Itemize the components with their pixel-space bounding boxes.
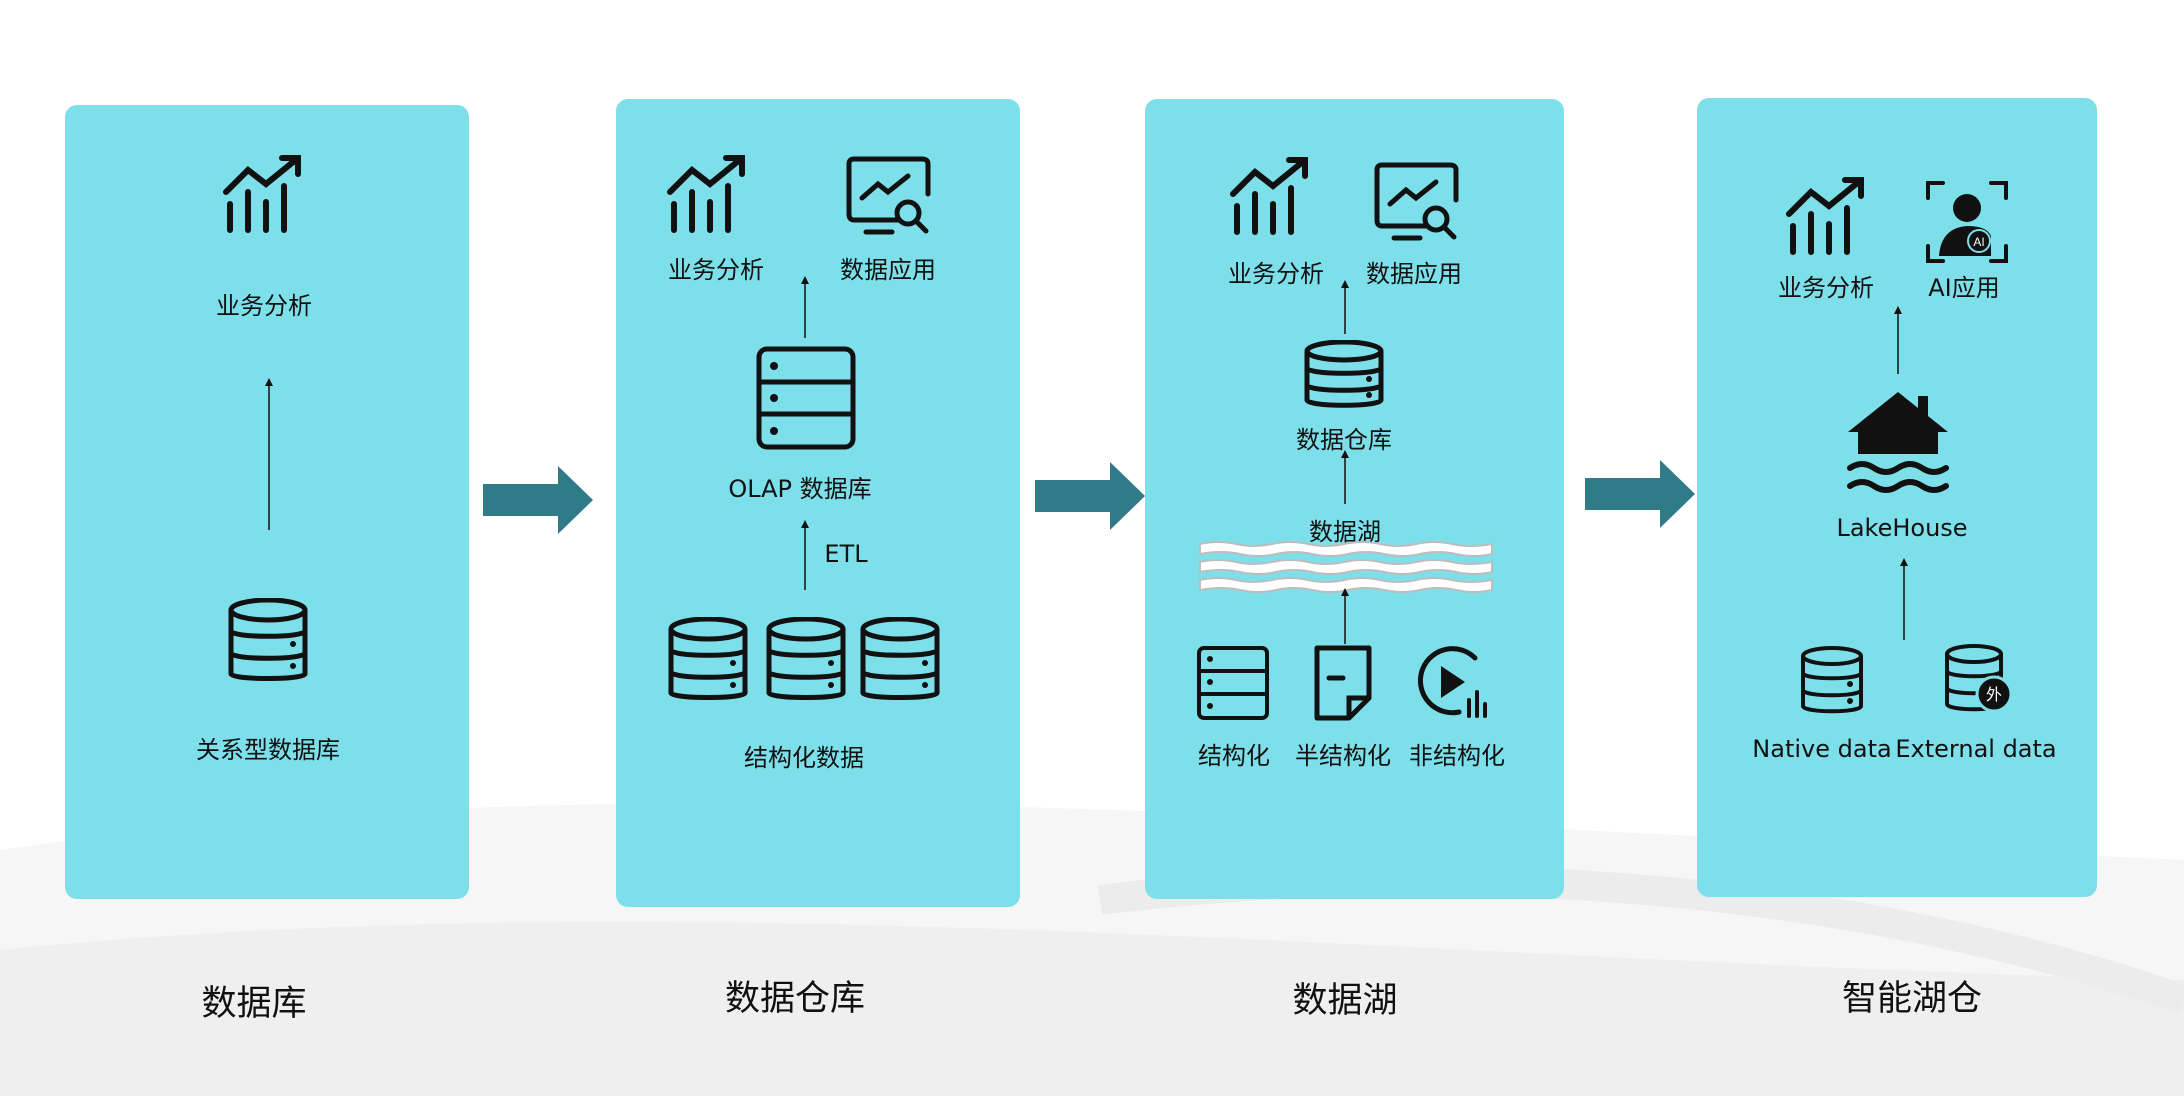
stage2-top-label-1: 业务分析 (668, 256, 764, 284)
connector-arrow (1894, 306, 1902, 374)
stage4-top-label-2: AI应用 (1928, 274, 2000, 302)
stage1-title: 数据库 (201, 984, 307, 1024)
connector-arrow (801, 276, 809, 338)
stage4-bottom-label-2: External data (1895, 735, 2057, 763)
database-icon (860, 617, 940, 700)
ai-badge-text: AI (1973, 235, 1984, 249)
stage1-top-label: 业务分析 (216, 292, 312, 320)
panel-data-warehouse (616, 99, 1020, 907)
connector-arrow (1341, 450, 1349, 504)
stage3-top-label-1: 业务分析 (1228, 260, 1324, 288)
stage4-top-label-1: 业务分析 (1778, 274, 1874, 302)
etl-label: ETL (824, 540, 868, 568)
stage4-bottom-label-1: Native data (1752, 735, 1892, 763)
monitor-search-icon (846, 156, 931, 235)
stage4-title: 智能湖仓 (1841, 979, 1983, 1019)
database-icon (228, 598, 308, 681)
house-water-icon (1847, 392, 1949, 493)
stage2-middle-label: OLAP 数据库 (728, 475, 872, 503)
stage-arrow-3 (1585, 460, 1695, 528)
ai-user-icon: AI (1926, 181, 2008, 263)
database-icon (1304, 340, 1384, 408)
stage3-bottom-label-2: 半结构化 (1295, 742, 1391, 770)
connector-arrow (1341, 588, 1349, 644)
connector-arrow (1341, 280, 1349, 334)
stage3-middle-label: 数据仓库 (1296, 426, 1392, 454)
stage3-bottom-label-1: 结构化 (1198, 742, 1270, 770)
stage4-middle-label: LakeHouse (1836, 514, 1968, 542)
connector-arrow (801, 520, 809, 590)
stage2-title: 数据仓库 (724, 979, 866, 1019)
connector-arrow (265, 378, 273, 530)
database-icon (668, 617, 748, 700)
stage-arrow-2 (1035, 462, 1145, 530)
external-badge-text: 外 (1986, 685, 2002, 704)
stage1-bottom-label: 关系型数据库 (196, 736, 340, 764)
chart-trend-icon (1230, 157, 1308, 235)
stage3-bottom-label-3: 非结构化 (1409, 742, 1505, 770)
stage3-title: 数据湖 (1292, 981, 1398, 1021)
chart-trend-icon (223, 155, 301, 233)
stage-arrow-1 (483, 466, 593, 534)
chart-trend-icon (667, 155, 745, 233)
document-icon (1314, 645, 1372, 721)
media-play-icon (1418, 646, 1487, 718)
chart-trend-icon (1786, 177, 1864, 255)
table-icon (1197, 646, 1269, 720)
panel-lakehouse (1697, 98, 2097, 897)
water-waves-icon (1199, 541, 1493, 593)
external-database-icon: 外 (1945, 644, 2013, 713)
database-icon (766, 617, 846, 700)
monitor-search-icon (1374, 162, 1459, 241)
database-icon (1801, 646, 1863, 714)
stage2-top-label-2: 数据应用 (840, 256, 936, 284)
stage3-top-label-2: 数据应用 (1366, 260, 1462, 288)
panel-database (65, 105, 469, 899)
stage2-bottom-label: 结构化数据 (744, 744, 864, 772)
server-icon (756, 346, 856, 450)
connector-arrow (1900, 558, 1908, 640)
panel-data-lake (1145, 99, 1564, 899)
